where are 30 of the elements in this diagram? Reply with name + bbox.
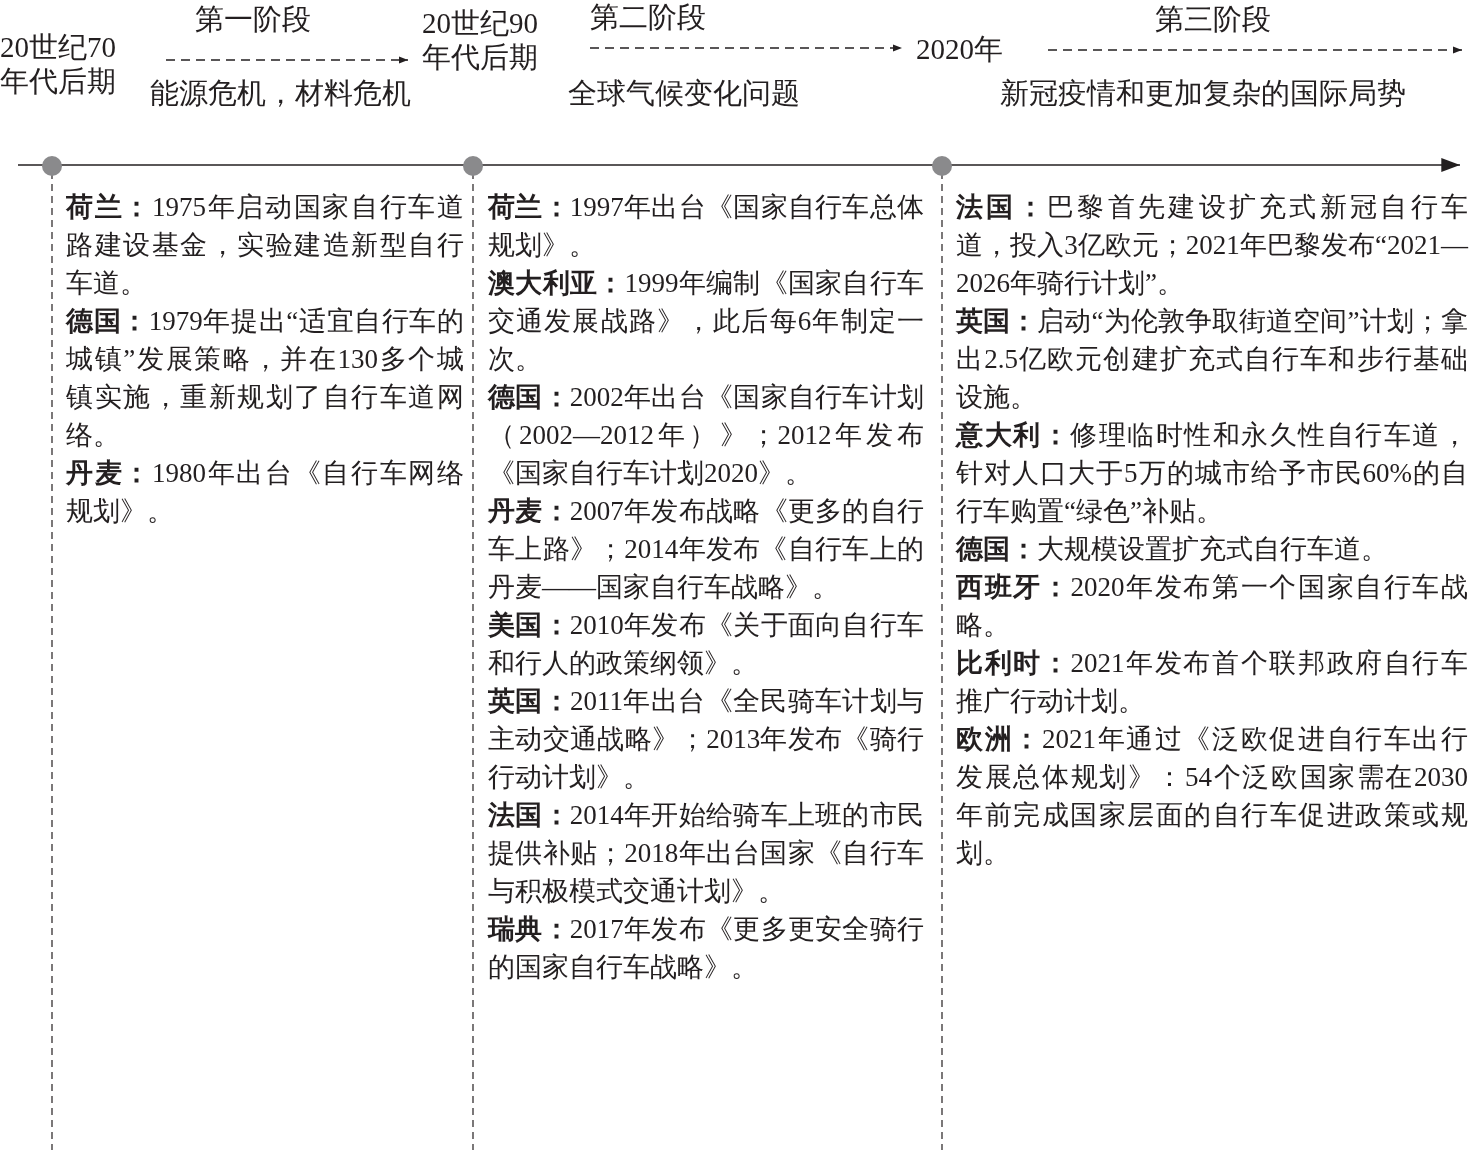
period-label: 20世纪90年代后期 <box>422 6 562 74</box>
policy-entry: 西班牙：2020年发布第一个国家自行车战略。 <box>956 570 1468 642</box>
edge-label: 第一阶段 <box>195 2 311 36</box>
policy-entry: 丹麦：2007年发布战略《更多的自行车上路》；2014年发布《自行车上的丹麦——国家自行车战略》。 <box>488 494 924 604</box>
dashed-arrow <box>1047 46 1463 54</box>
period-label: 2020年 <box>916 32 1020 66</box>
policy-entry: 意大利：修理临时性和永久性自行车道，针对人口大于5万的城市给予市民60%的自行车购置“绿色”补贴。 <box>956 418 1468 528</box>
policy-entry: 德国：1979年提出“适宜自行车的城镇”发展策略，并在130多个城镇实施，重新规划了自行车道网络。 <box>66 304 464 452</box>
cause-label: 新冠疫情和更加复杂的国际局势 <box>1000 76 1406 110</box>
policy-entry: 比利时：2021年发布首个联邦政府自行车推广行动计划。 <box>956 646 1468 718</box>
policy-entry: 荷兰：1997年出台《国家自行车总体规划》。 <box>488 190 924 262</box>
cause-label: 能源危机，材料危机 <box>150 76 411 110</box>
policy-entry: 英国：2011年出台《全民骑车计划与主动交通战略》；2013年发布《骑行行动计划》。 <box>488 684 924 794</box>
policy-entry: 英国：启动“为伦敦争取街道空间”计划；拿出2.5亿欧元创建扩充式自行车和步行基础设施。 <box>956 304 1468 414</box>
policy-entry: 澳大利亚：1999年编制《国家自行车交通发展战路》，此后每6年制定一次。 <box>488 266 924 376</box>
edge-label: 第三阶段 <box>1155 2 1271 36</box>
dashed-arrow <box>589 44 903 52</box>
dashed-arrow <box>165 56 409 64</box>
period-label: 20世纪70年代后期 <box>0 30 138 98</box>
policy-entry: 法国：2014年开始给骑车上班的市民提供补贴；2018年出台国家《自行车与积极模式交通计划》。 <box>488 798 924 908</box>
policy-entry: 丹麦：1980年出台《自行车网络规划》。 <box>66 456 464 528</box>
policy-entry: 德国：大规模设置扩充式自行车道。 <box>956 532 1389 566</box>
policy-entry: 德国：2002年出台《国家自行车计划（2002—2012年）》；2012年发布《国家自行车计划2020》。 <box>488 380 924 490</box>
policy-entry: 法国：巴黎首先建设扩充式新冠自行车道，投入3亿欧元；2021年巴黎发布“2021—2026年骑行计划”。 <box>956 190 1468 300</box>
edge-label: 第二阶段 <box>590 0 706 34</box>
policy-entry: 瑞典：2017年发布《更多更安全骑行的国家自行车战略》。 <box>488 912 924 984</box>
cause-label: 全球气候变化问题 <box>568 76 800 110</box>
policy-entry: 荷兰：1975年启动国家自行车道路建设基金，实验建造新型自行车道。 <box>66 190 464 300</box>
policy-entry: 欧洲：2021年通过《泛欧促进自行车出行发展总体规划》：54个泛欧国家需在2030年前完成国家层面的自行车促进政策或规划。 <box>956 722 1468 870</box>
policy-entry: 美国：2010年发布《关于面向自行车和行人的政策纲领》。 <box>488 608 924 680</box>
